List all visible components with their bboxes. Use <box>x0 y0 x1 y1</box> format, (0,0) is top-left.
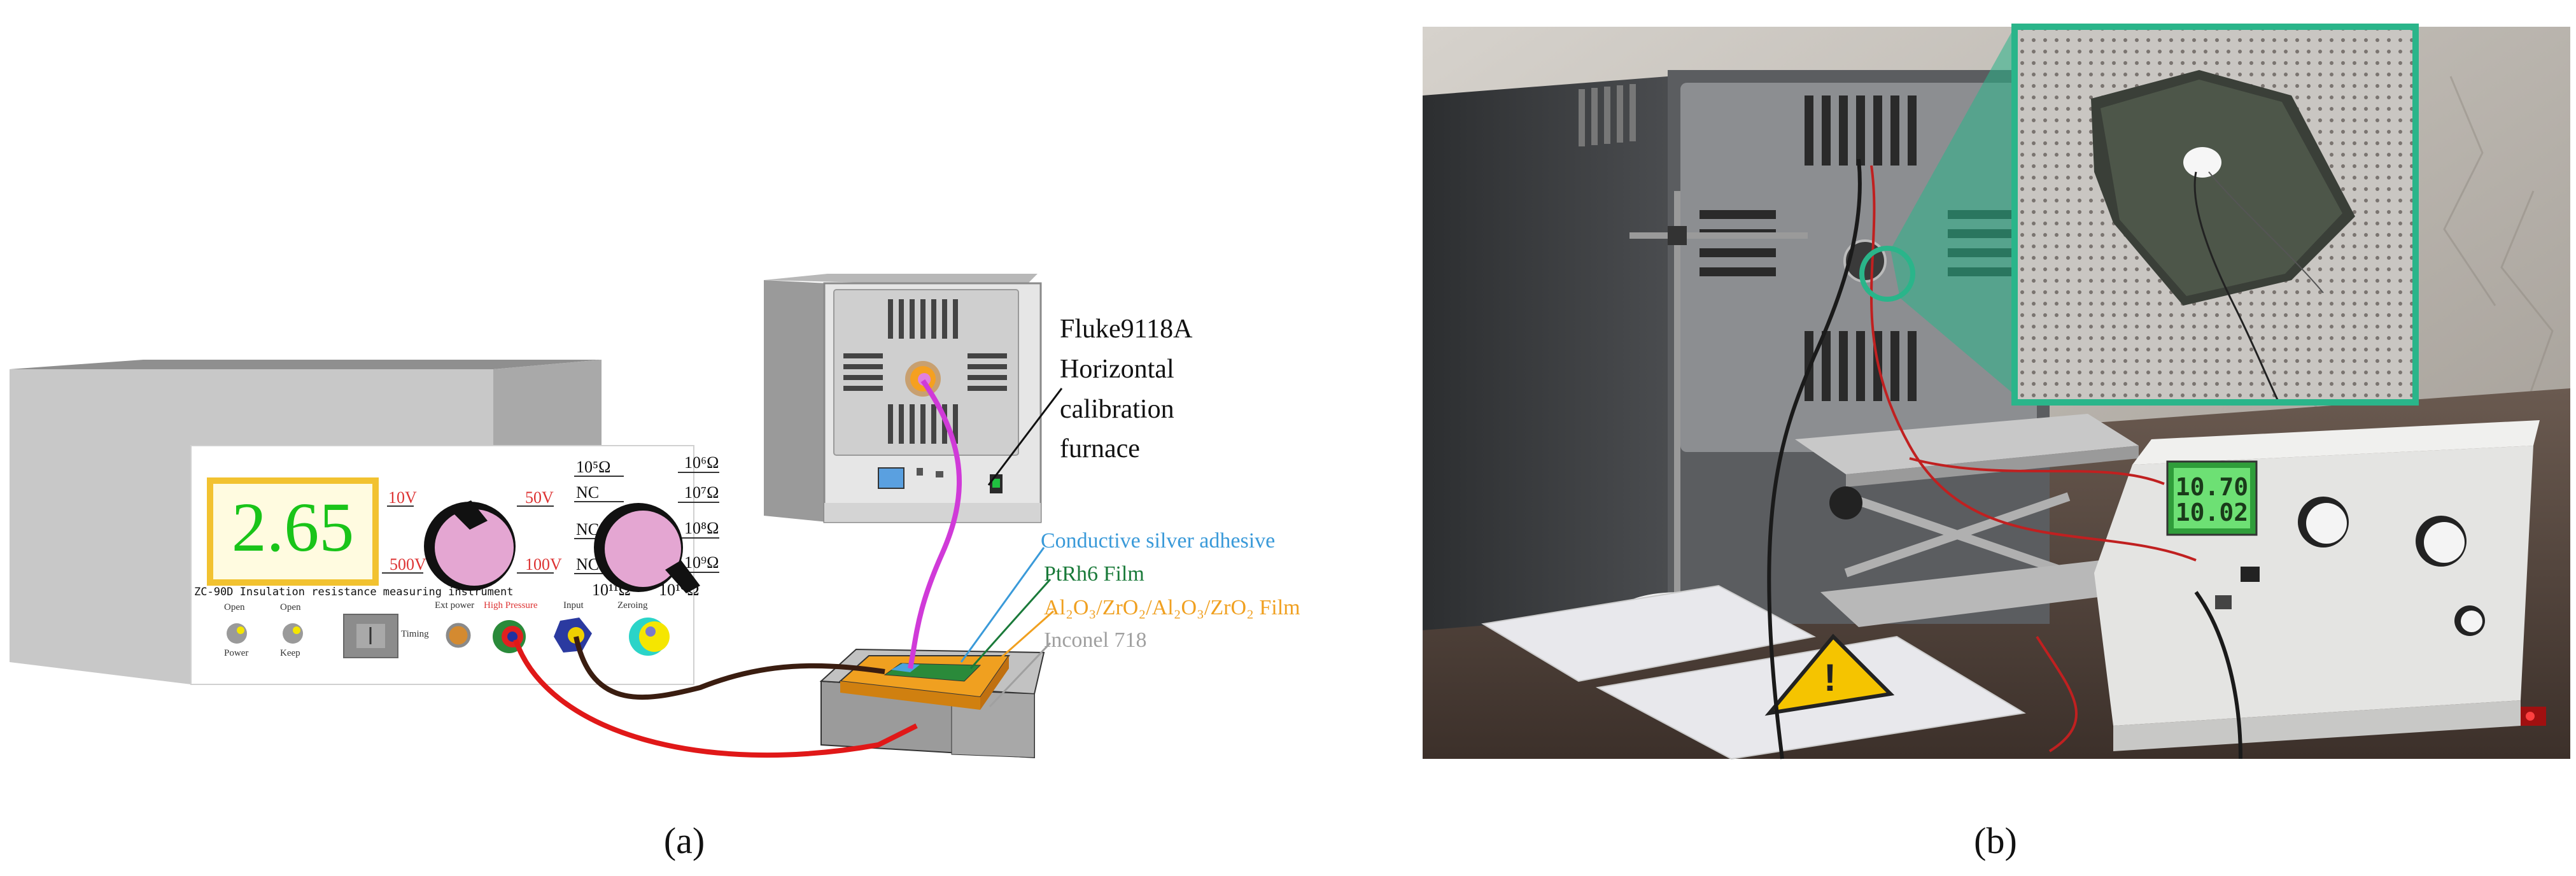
open-label-2: Open <box>280 602 301 612</box>
voltage-label-100v: 100V <box>525 555 562 574</box>
voltage-label-10v: 10V <box>388 488 417 507</box>
svg-text:calibration: calibration <box>1060 395 1174 424</box>
magnifier-wedge <box>1890 27 2015 395</box>
power-label: Power <box>224 648 248 658</box>
keep-switch[interactable] <box>283 623 303 644</box>
photo-inset <box>2011 24 2419 406</box>
zeroing-label: Zeroing <box>617 600 648 611</box>
meter-side-face <box>10 369 493 684</box>
voltage-knob[interactable] <box>424 500 516 591</box>
input-terminal[interactable] <box>554 618 592 653</box>
input-label: Input <box>563 600 584 611</box>
photo-meter-reading-1: 10.70 <box>2176 473 2248 501</box>
layer-labels: Conductive silver adhesive PtRh6 Film Al… <box>960 529 1300 708</box>
cables <box>513 379 962 758</box>
panel-b-caption: (b) <box>1974 820 2017 861</box>
voltage-label-500v: 500V <box>390 555 426 574</box>
range-right-2: 10⁷Ω <box>684 483 719 502</box>
range-right-3: 10⁸Ω <box>684 519 719 537</box>
meter-display <box>207 477 379 586</box>
power-switch[interactable] <box>227 623 247 644</box>
svg-text:Horizontal: Horizontal <box>1060 355 1174 384</box>
layer-label-oxide-film: Al₂O₃/ZrO₂/Al₂O₃/ZrO₂ Film <box>1044 596 1300 619</box>
photo-lab-jack <box>1795 414 2139 627</box>
high-pressure-label: High Pressure <box>484 600 538 611</box>
range-left-1: 10⁵Ω <box>576 458 610 476</box>
photo-warning-mats: ! <box>1481 584 2026 760</box>
inset-border <box>2011 24 2419 406</box>
range-knob[interactable] <box>594 503 700 593</box>
layer-label-ptrh6: PtRh6 Film <box>1044 562 1144 586</box>
svg-text:Fluke9118A: Fluke9118A <box>1060 314 1193 344</box>
range-right-1: 10⁶Ω <box>684 453 719 472</box>
meter-model-label: ZC-90D Insulation resistance measuring i… <box>194 586 514 598</box>
voltage-label-50v: 50V <box>525 488 554 507</box>
range-left-2: NC <box>576 483 599 502</box>
timing-button[interactable] <box>343 614 398 658</box>
range-left-3: NC <box>576 520 599 539</box>
photo-meter-reading-2: 10.02 <box>2176 498 2248 526</box>
furnace-pointer-line <box>987 388 1063 486</box>
panel-a-caption: (a) <box>664 820 705 861</box>
svg-text:furnace: furnace <box>1060 434 1140 463</box>
insulation-meter: 2.65 10V 50V 100V 500V 10⁵Ω NC NC NC <box>10 360 719 685</box>
ext-power-label: Ext power <box>435 600 474 611</box>
sample-stack <box>819 648 1045 759</box>
ext-power-jack[interactable] <box>446 623 471 648</box>
layer-label-silver: Conductive silver adhesive <box>1041 529 1275 553</box>
keep-label: Keep <box>280 648 300 658</box>
zeroing-knob[interactable] <box>629 618 670 656</box>
photo-meter: 10.70 10.02 <box>2094 420 2540 751</box>
timing-label: Timing <box>401 629 429 639</box>
furnace-illustration <box>764 274 1042 523</box>
panel-b-photo: ! 10.70 10.02 <box>1423 24 2570 861</box>
open-label-1: Open <box>224 602 245 612</box>
layer-label-inconel: Inconel 718 <box>1044 628 1146 652</box>
svg-text:!: ! <box>1824 656 1836 699</box>
meter-top-face <box>10 360 602 369</box>
panel-a: 2.65 10V 50V 100V 500V 10⁵Ω NC NC NC <box>10 274 1300 861</box>
range-right-4: 10⁹Ω <box>684 553 719 572</box>
meter-display-value: 2.65 <box>232 488 355 566</box>
furnace-label: Fluke9118A Horizontal calibration furnac… <box>987 314 1193 486</box>
